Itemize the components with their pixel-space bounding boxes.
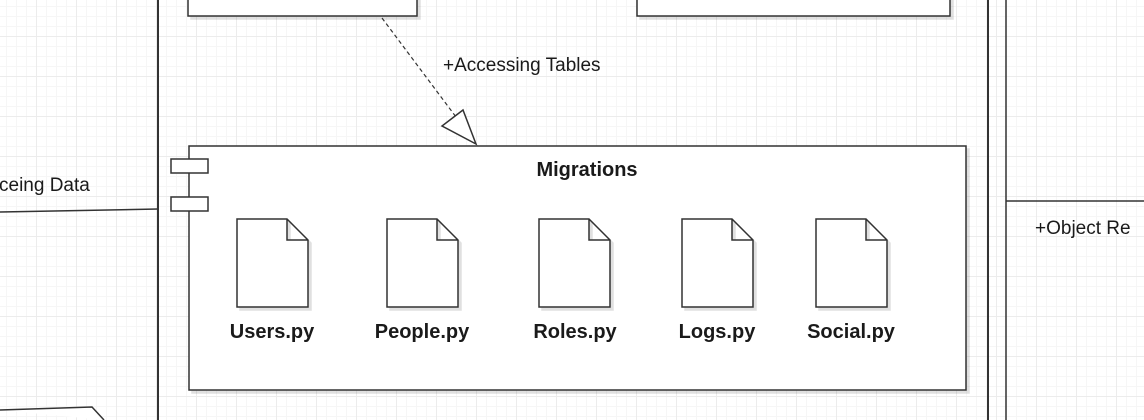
outer-package-frame <box>157 0 1007 420</box>
file-label: Roles.py <box>533 321 617 343</box>
object-relation-label: +Object Re <box>1035 218 1131 239</box>
file-icon <box>538 218 611 308</box>
file-item-social[interactable]: Social.py <box>807 218 896 343</box>
top-left-box[interactable] <box>187 0 418 17</box>
migrations-title: Migrations <box>536 159 637 181</box>
file-item-logs[interactable]: Logs.py <box>679 218 757 343</box>
file-item-people[interactable]: People.py <box>375 218 470 343</box>
component-icon <box>170 158 209 212</box>
file-icon <box>815 218 888 308</box>
file-icon <box>236 218 309 308</box>
top-right-box[interactable] <box>636 0 951 17</box>
hollow-arrowhead-icon <box>440 108 478 146</box>
accessing-data-connector[interactable] <box>0 208 159 213</box>
bottom-left-partial-file[interactable] <box>0 406 105 420</box>
file-label: Logs.py <box>679 321 757 343</box>
file-label: Users.py <box>230 321 315 343</box>
accessing-data-label: ceing Data <box>0 175 90 196</box>
accessing-tables-connector[interactable] <box>381 17 478 146</box>
file-icon <box>681 218 754 308</box>
file-label: Social.py <box>807 321 896 343</box>
file-item-roles[interactable]: Roles.py <box>533 218 618 343</box>
file-icon <box>386 218 459 308</box>
accessing-tables-label: +Accessing Tables <box>443 55 601 76</box>
file-label: People.py <box>375 321 470 343</box>
file-item-users[interactable]: Users.py <box>230 218 315 343</box>
